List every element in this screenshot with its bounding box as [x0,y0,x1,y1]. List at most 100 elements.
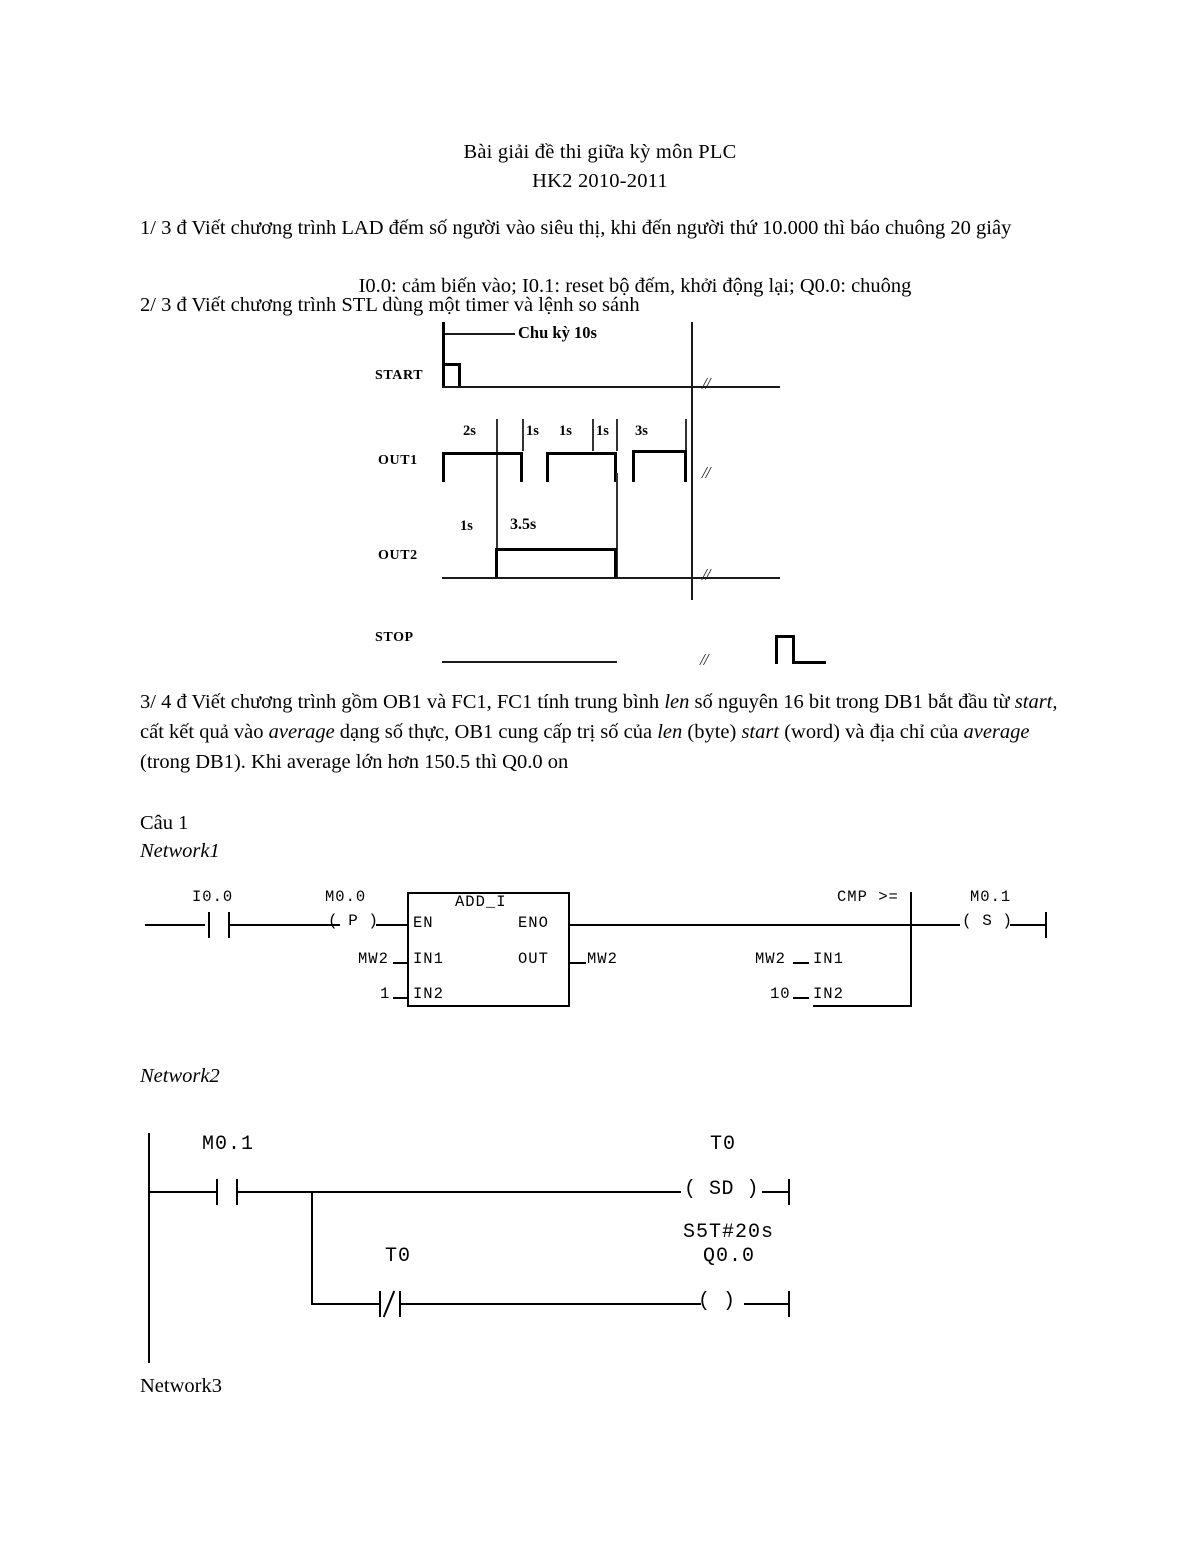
n2-contact-m01 [216,1179,238,1205]
n1-in1-value: MW2 [358,950,389,968]
n1-wire-setcoil-to-rail [1010,924,1046,926]
out2-duration-2: 3.5s [510,516,537,533]
q3-em-start-1: start [1014,691,1053,713]
out1-duration-4: 1s [596,423,609,439]
out1-pulse3-top [632,450,687,453]
n2-timer-label: T0 [710,1133,737,1156]
question-1-text: 1/ 3 đ Viết chương trình LAD đếm số ngườ… [140,217,1012,239]
n1-wire-in1 [393,962,409,964]
out1-pulse2-top [546,452,616,455]
n2-timer-preset: S5T#20s [683,1221,775,1244]
n2-power-rail [148,1133,150,1363]
stop-pulse-rise [775,635,778,664]
n2-output-coil: ( ) [698,1290,736,1313]
n2-contact-t0-nc [379,1290,401,1318]
n1-add-en: EN [413,914,434,932]
period-label: Chu kỳ 10s [518,323,597,342]
n2-timer-coil-sd: ( SD ) [684,1178,760,1201]
n1-add-out: OUT [518,950,549,968]
n1-add-in2: IN2 [413,985,444,1003]
n1-wire-contact-to-coil [230,924,340,926]
n2-branch-vertical [311,1191,313,1305]
n1-cmp-in2: IN2 [813,985,844,1003]
q3-em-start-2: start [741,721,780,743]
out1-tick-2 [522,419,524,451]
n1-wire-cmp-in2 [793,997,809,999]
out2-pulse-rise [495,548,498,578]
n2-wire-contact-to-branch [238,1191,313,1193]
break-mark-out2: // [702,565,711,584]
q3-part-2d: (word) và địa chỉ của [779,721,964,743]
n1-coil-p: ( P ) [328,912,379,930]
n1-right-rail [1045,912,1047,938]
q3-part-1: 3/ 4 đ Viết chương trình gồm OB1 và FC1,… [140,691,665,713]
n1-add-block-name: ADD_I [455,893,507,911]
out1-pulse1-rise [442,452,445,482]
out1-pulse1-fall [520,452,523,482]
network2-ladder: M0.1 T0 ( SD ) S5T#20s T0 Q0.0 ( ) [140,1125,860,1375]
n1-wire-eno-to-cmp [570,924,910,926]
break-mark-out1: // [702,463,711,482]
n1-contact-label: I0.0 [192,888,234,906]
start-pulse-top [442,363,460,366]
n1-add-block [407,892,570,1007]
n1-add-eno: ENO [518,914,549,932]
out1-tick-5 [685,419,687,451]
n2-lower-right-rail [788,1291,790,1317]
n1-cmp-in2-value: 10 [770,985,791,1003]
question-1-io-text: I0.0: cảm biến vào; I0.1: reset bộ đếm, … [358,275,912,297]
break-mark-start: // [702,374,711,393]
n1-in2-value: 1 [380,985,391,1003]
n2-wire-rail-to-contact [148,1191,216,1193]
n1-set-coil-s: ( S ) [962,912,1013,930]
out1-tick-3 [592,419,594,451]
q3-part-2: , cất kết quả vào [140,691,1058,743]
out1-duration-3: 1s [559,423,572,439]
network2-heading: Network2 [140,1065,220,1087]
start-pulse-rise [442,363,445,388]
start-axis-vertical [442,322,445,387]
signal-label-out1: OUT1 [378,453,418,468]
n2-contact-label: M0.1 [202,1133,255,1156]
out2-baseline [442,577,780,579]
out1-tick-1 [496,419,498,467]
out1-duration-5: 3s [635,423,648,439]
out1-pulse1-top [442,452,522,455]
out2-guide-left [496,467,498,579]
n1-contact-i00 [208,912,230,938]
out1-pulse3-fall [684,450,687,482]
stop-tail-line [794,661,826,664]
q3-em-average-1: average [268,721,335,743]
n1-wire-in2 [393,997,409,999]
timing-right-axis [691,322,693,600]
q3-em-len-2: len [657,721,683,743]
out2-duration-1: 1s [460,518,473,534]
start-pulse-fall [458,363,461,388]
n2-wire-branch-to-nc [311,1303,379,1305]
network1-heading: Network1 [140,840,220,862]
signal-label-start: START [375,368,424,383]
out2-guide-right [616,473,618,579]
question-2-text: 2/ 3 đ Viết chương trình STL dùng một ti… [140,294,640,316]
start-baseline [442,386,780,388]
out1-pulse2-fall [614,452,617,482]
break-mark-stop: // [700,650,709,669]
n1-cmp-in1-value: MW2 [755,950,786,968]
n2-nc-contact-label: T0 [385,1245,412,1268]
n2-wire-timer-to-rail [762,1191,790,1193]
network3-heading: Network3 [140,1375,222,1397]
q3-part-2b: dạng số thực, OB1 cung cấp trị số của [334,721,658,743]
n1-cmp-bottom-rail [813,1005,912,1007]
n2-upper-right-rail [788,1179,790,1205]
out1-tick-4 [616,419,618,451]
n1-wire-out [570,962,586,964]
n2-output-label: Q0.0 [703,1245,756,1268]
period-span-line [443,333,515,335]
question-3-text: 3/ 4 đ Viết chương trình gồm OB1 và FC1,… [140,687,1075,777]
n1-set-coil-label: M0.1 [970,888,1012,906]
out1-pulse3-rise [632,450,635,482]
out2-pulse-fall [614,548,617,578]
signal-label-out2: OUT2 [378,548,418,563]
q3-part-3: (trong DB1). Khi average lớn hơn 150.5 t… [140,751,569,773]
